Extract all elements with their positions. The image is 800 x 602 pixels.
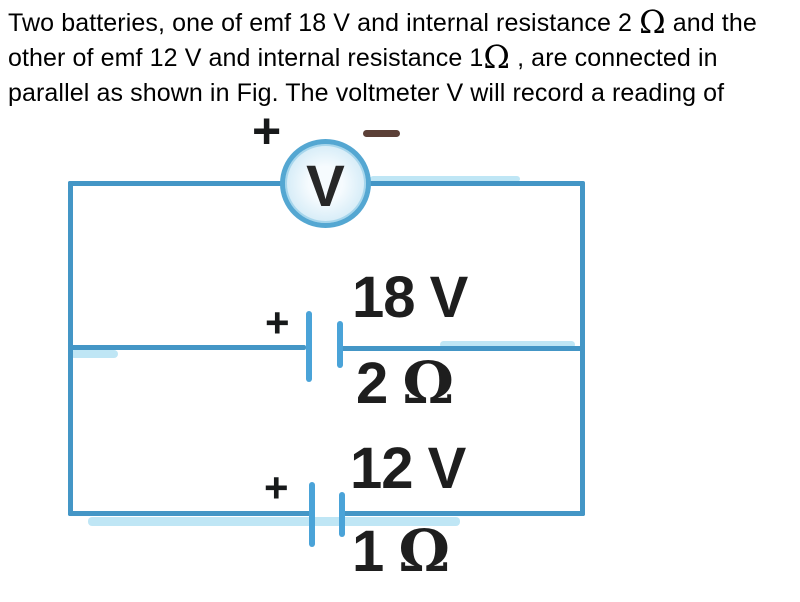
problem-line-1: Two batteries, one of emf 18 V and inter… (8, 3, 757, 41)
battery18-resistance-label: 2 Ω (356, 349, 455, 417)
battery18-positive-plate (306, 311, 312, 382)
battery18-negative-plate (337, 321, 343, 368)
voltmeter-plus-sign: + (252, 103, 282, 159)
battery12-plus-sign: + (264, 464, 289, 511)
battery12-negative-plate (339, 492, 345, 537)
voltmeter: V (280, 139, 371, 228)
wire-bottom-right (341, 511, 585, 516)
battery12-resistance-label: 1 Ω (352, 517, 451, 585)
omega-symbol: Ω (402, 349, 455, 417)
battery12-emf-label: 12 V (350, 436, 466, 501)
omega-symbol: Ω (483, 38, 511, 76)
battery12-positive-plate (309, 482, 315, 547)
battery18-plus-sign: + (265, 299, 290, 346)
voltmeter-label: V (306, 154, 345, 219)
battery18-emf-label: 18 V (352, 265, 468, 330)
wire-highlight-top (370, 176, 520, 182)
problem-statement: Two batteries, one of emf 18 V and inter… (8, 6, 757, 111)
wire-middle-right (339, 346, 585, 351)
wire-middle-left (68, 345, 306, 350)
wire-highlight-middle (440, 341, 575, 348)
voltmeter-minus-sign (363, 130, 400, 137)
omega-symbol: Ω (398, 517, 451, 585)
problem-line-3: parallel as shown in Fig. The voltmeter … (8, 79, 725, 107)
problem-line-2: other of emf 12 V and internal resistanc… (8, 38, 718, 76)
wire-highlight-bottom (88, 517, 460, 526)
wire-highlight-junction (70, 350, 118, 358)
wire-bottom-left (68, 511, 312, 516)
omega-symbol: Ω (639, 3, 666, 41)
